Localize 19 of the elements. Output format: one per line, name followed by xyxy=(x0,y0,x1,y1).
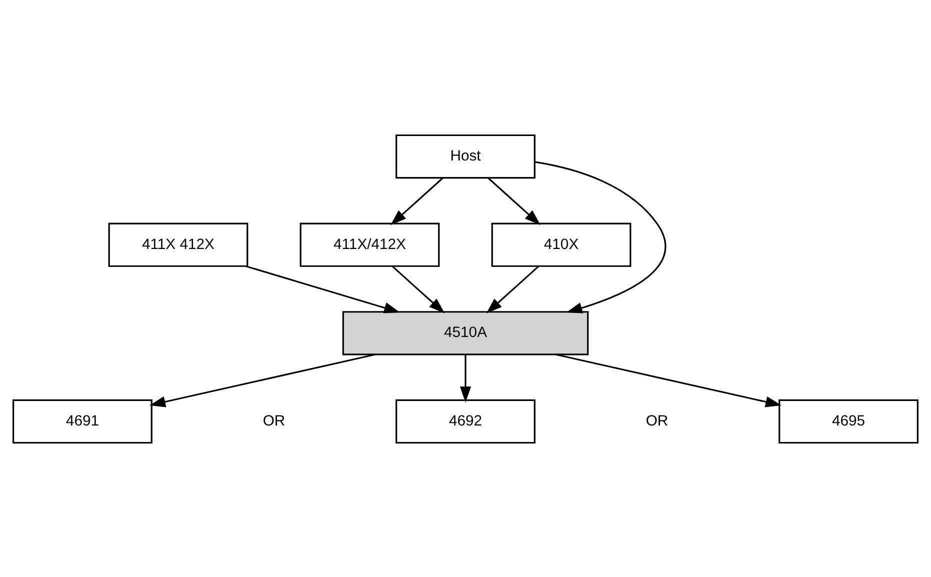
node-box: 4692 xyxy=(396,398,536,444)
arrow xyxy=(486,265,540,313)
node-box: Host xyxy=(396,134,536,178)
node-box: 411X/412X xyxy=(300,222,440,266)
arrow xyxy=(149,353,376,407)
arrow xyxy=(534,160,666,313)
arrow xyxy=(390,176,444,225)
arrow xyxy=(246,264,400,313)
arrow xyxy=(460,354,472,402)
node-box: 4691 xyxy=(12,398,152,444)
arrow xyxy=(488,176,541,225)
node-box: 4695 xyxy=(778,398,918,444)
arrow xyxy=(392,265,445,313)
label: OR xyxy=(262,412,286,429)
node-box: 410X xyxy=(491,222,632,266)
node-box: 4510A xyxy=(342,310,589,355)
arrow xyxy=(556,353,782,407)
node-box: 411X 412X xyxy=(108,222,248,266)
label: OR xyxy=(646,412,668,429)
